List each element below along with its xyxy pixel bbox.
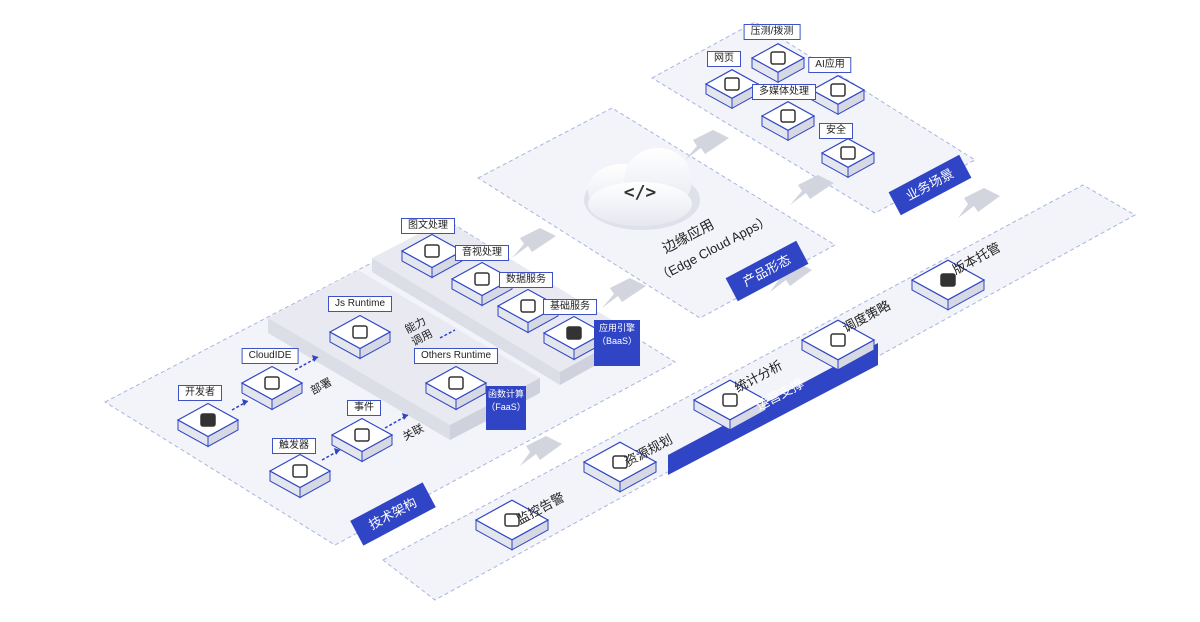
arrow-product-to-scenario-1: [685, 130, 729, 160]
developer-tile: [176, 402, 240, 448]
basic-service-tile: [542, 315, 606, 361]
version-hosting-tile-icon: [940, 273, 956, 287]
cloudide-tile: [240, 365, 304, 411]
label-web: 网页: [707, 51, 741, 67]
resource-planning-tile: [582, 441, 658, 493]
version-hosting-tile: [910, 259, 986, 311]
operations-banner-strip: [668, 343, 878, 475]
web-tile: [704, 69, 760, 110]
label-trigger: 触发器: [272, 438, 316, 454]
label-audio-video: 音视处理: [455, 245, 509, 261]
monitoring-tile: [474, 499, 550, 551]
dash-arrowhead-3: [334, 448, 340, 455]
cloudide-tile-icon: [264, 376, 280, 390]
label-basic-service: 基础服务: [543, 299, 597, 315]
trigger-tile: [268, 453, 332, 499]
baas-block-front: [372, 258, 560, 385]
label-multimedia: 多媒体处理: [752, 84, 816, 100]
trigger-tile-icon: [292, 464, 308, 478]
statistics-tile: [692, 379, 768, 431]
event-tile-icon: [354, 428, 370, 442]
dash-arrow-capability: [439, 329, 456, 339]
dash-arrowhead-2: [312, 355, 318, 362]
event-tile: [330, 417, 394, 463]
label-image-text: 图文处理: [401, 218, 455, 234]
js-runtime-tile: [328, 314, 392, 360]
scheduling-tile: [800, 319, 876, 371]
ai-app-tile: [810, 75, 866, 116]
faas-block-front: [268, 318, 450, 440]
label-js-runtime: Js Runtime: [327, 296, 393, 312]
faas-banner: 函数计算 （FaaS）: [486, 386, 526, 430]
basic-service-tile-icon: [566, 326, 582, 340]
multimedia-tile: [760, 101, 816, 142]
image-text-tile-icon: [424, 244, 440, 258]
label-security: 安全: [819, 123, 853, 139]
arrow-tech-to-product-2: [602, 278, 646, 308]
arrow-ops-to-scenario: [958, 188, 1000, 218]
baas-banner: 应用引擎 （BaaS）: [594, 320, 640, 366]
label-ai-app: AI应用: [808, 57, 852, 73]
resource-planning-tile-icon: [612, 455, 628, 469]
scheduling-tile-icon: [830, 333, 846, 347]
ai-app-tile-icon: [830, 83, 846, 97]
arrow-ops-to-product: [770, 262, 812, 292]
others-runtime-tile-icon: [448, 376, 464, 390]
arrow-product-to-scenario-2: [790, 175, 834, 205]
edge-cloud-icon: </>: [584, 148, 700, 230]
js-runtime-tile-icon: [352, 325, 368, 339]
label-cloudide: CloudIDE: [241, 348, 299, 364]
dash-arrowhead-1: [242, 399, 248, 406]
statistics-tile-icon: [722, 393, 738, 407]
security-tile-icon: [840, 146, 856, 160]
audio-video-tile-icon: [474, 272, 490, 286]
monitoring-tile-icon: [504, 513, 520, 527]
dash-arrowhead-4: [402, 413, 408, 420]
label-data-service: 数据服务: [499, 272, 553, 288]
data-service-tile-icon: [520, 299, 536, 313]
arrow-tech-to-product-1: [512, 228, 556, 258]
stress-test-tile: [750, 43, 806, 84]
stress-test-tile-icon: [770, 51, 786, 65]
label-others-runtime: Others Runtime: [413, 348, 499, 364]
arrow-ops-to-tech: [520, 436, 562, 466]
developer-tile-icon: [200, 413, 216, 427]
web-tile-icon: [724, 77, 740, 91]
label-developer: 开发者: [178, 385, 222, 401]
svg-text:</>: </>: [624, 182, 657, 203]
multimedia-tile-icon: [780, 109, 796, 123]
label-event: 事件: [347, 400, 381, 416]
label-stress-test: 压测/拨测: [743, 24, 801, 40]
security-tile: [820, 138, 876, 179]
